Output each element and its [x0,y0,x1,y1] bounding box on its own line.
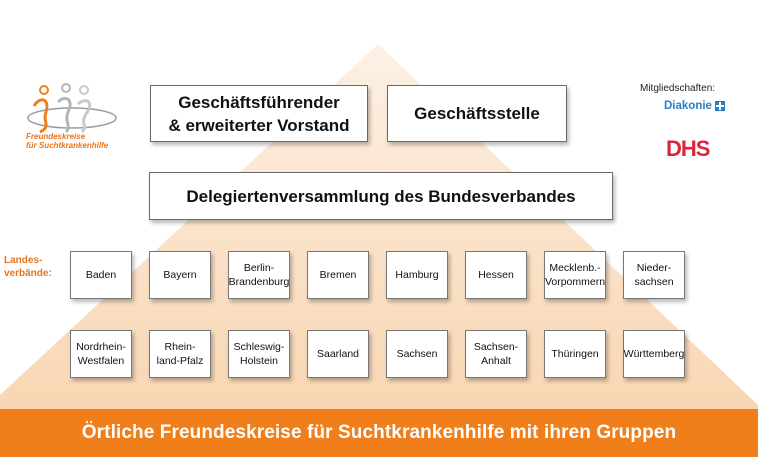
state-label: Nieder- sachsen [634,262,674,288]
state-box: Sachsen [386,330,448,378]
state-label: Baden [85,269,117,281]
state-box: Baden [70,251,132,299]
state-box: Rhein- land-Pfalz [149,330,211,378]
state-box: Saarland [307,330,369,378]
state-label: Schleswig- Holstein [233,341,285,367]
dhs-logo: DHS [666,136,710,162]
state-box: Thüringen [544,330,606,378]
state-box: Sachsen- Anhalt [465,330,527,378]
state-label: Saarland [316,348,360,360]
state-label: Bremen [319,269,357,281]
freundeskreise-logo-icon [27,83,117,134]
office-label: Geschäftsstelle [414,104,540,123]
memberships-label: Mitgliedschaften: [640,83,716,94]
local-groups-label: Örtliche Freundeskreise für Suchtkranken… [81,422,677,443]
state-label: Rhein- land-Pfalz [156,341,204,367]
state-box: Nieder- sachsen [623,251,685,299]
state-label: Bayern [163,269,197,281]
state-box: Schleswig- Holstein [228,330,290,378]
state-label: Württemberg [623,348,685,360]
state-label: Nordrhein- Westfalen [76,341,126,367]
diakonie-text: Diakonie [664,100,712,112]
diakonie-cross-icon [714,101,725,111]
state-box: Bayern [149,251,211,299]
board-label: Geschäftsführender & erweiterter Vorstan… [168,92,350,135]
state-label: Berlin- Brandenburg [228,262,290,288]
state-label: Thüringen [551,348,599,360]
state-box: Mecklenb.- Vorpommern [544,251,606,299]
state-box: Nordrhein- Westfalen [70,330,132,378]
states-label: Landes- verbände: [4,255,52,279]
state-label: Sachsen [396,348,438,360]
state-label: Hamburg [395,269,439,281]
state-label: Sachsen- Anhalt [473,341,519,367]
board-box: Geschäftsführender & erweiterter Vorstan… [150,85,368,142]
state-box: Hamburg [386,251,448,299]
assembly-label: Delegiertenversammlung des Bundesverband… [186,186,576,206]
assembly-box: Delegiertenversammlung des Bundesverband… [149,172,613,220]
office-box: Geschäftsstelle [387,85,567,142]
state-box: Hessen [465,251,527,299]
diakonie-logo: Diakonie [664,100,725,112]
state-box: Berlin- Brandenburg [228,251,290,299]
state-box: Bremen [307,251,369,299]
state-label: Hessen [478,269,514,281]
local-groups-bar: Örtliche Freundeskreise für Suchtkranken… [0,409,758,457]
state-label: Mecklenb.- Vorpommern [544,262,606,288]
dhs-text: DHS [666,136,710,161]
state-box: Württemberg [623,330,685,378]
logo-text: Freundeskreise für Suchtkrankenhilfe [26,132,109,150]
